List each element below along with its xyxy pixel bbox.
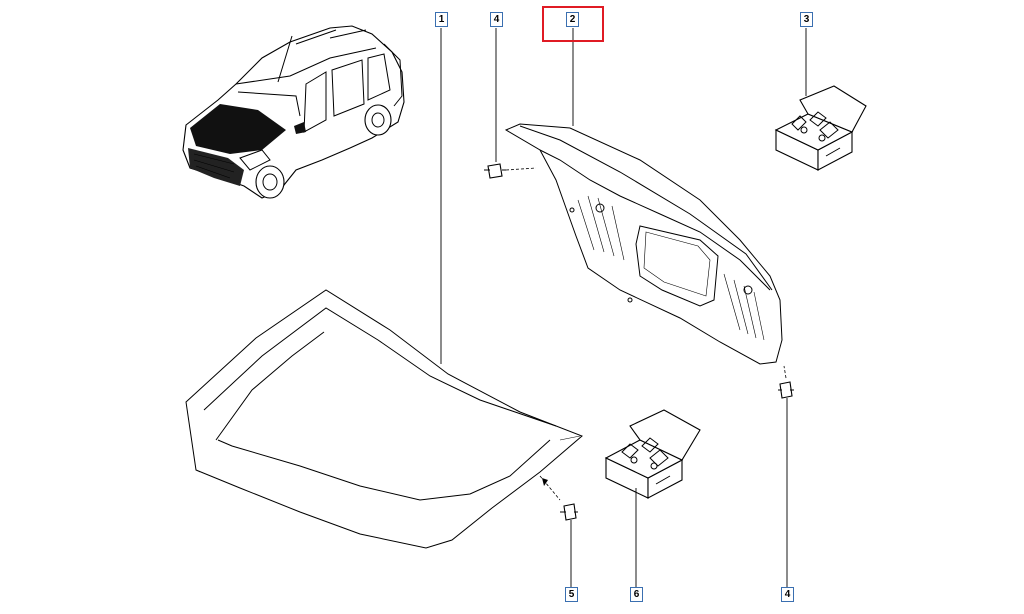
small-parts-kit-box <box>604 409 701 588</box>
clip-fastener <box>778 365 794 588</box>
callout-1[interactable]: 1 <box>435 12 448 27</box>
clip-fastener <box>484 28 537 179</box>
callout-2[interactable]: 2 <box>566 12 579 27</box>
callout-3[interactable]: 3 <box>800 12 813 27</box>
callout-6[interactable]: 6 <box>630 587 643 602</box>
selected-callout-highlight <box>542 6 604 42</box>
small-parts-kit-box <box>774 28 867 171</box>
clip-fastener <box>539 475 578 588</box>
car-thumbnail <box>182 25 405 199</box>
callout-4-lower[interactable]: 4 <box>781 587 794 602</box>
callout-5[interactable]: 5 <box>565 587 578 602</box>
bonnet-inner-panel <box>504 123 783 365</box>
callout-4-upper[interactable]: 4 <box>490 12 503 27</box>
bonnet-panel <box>185 289 583 549</box>
